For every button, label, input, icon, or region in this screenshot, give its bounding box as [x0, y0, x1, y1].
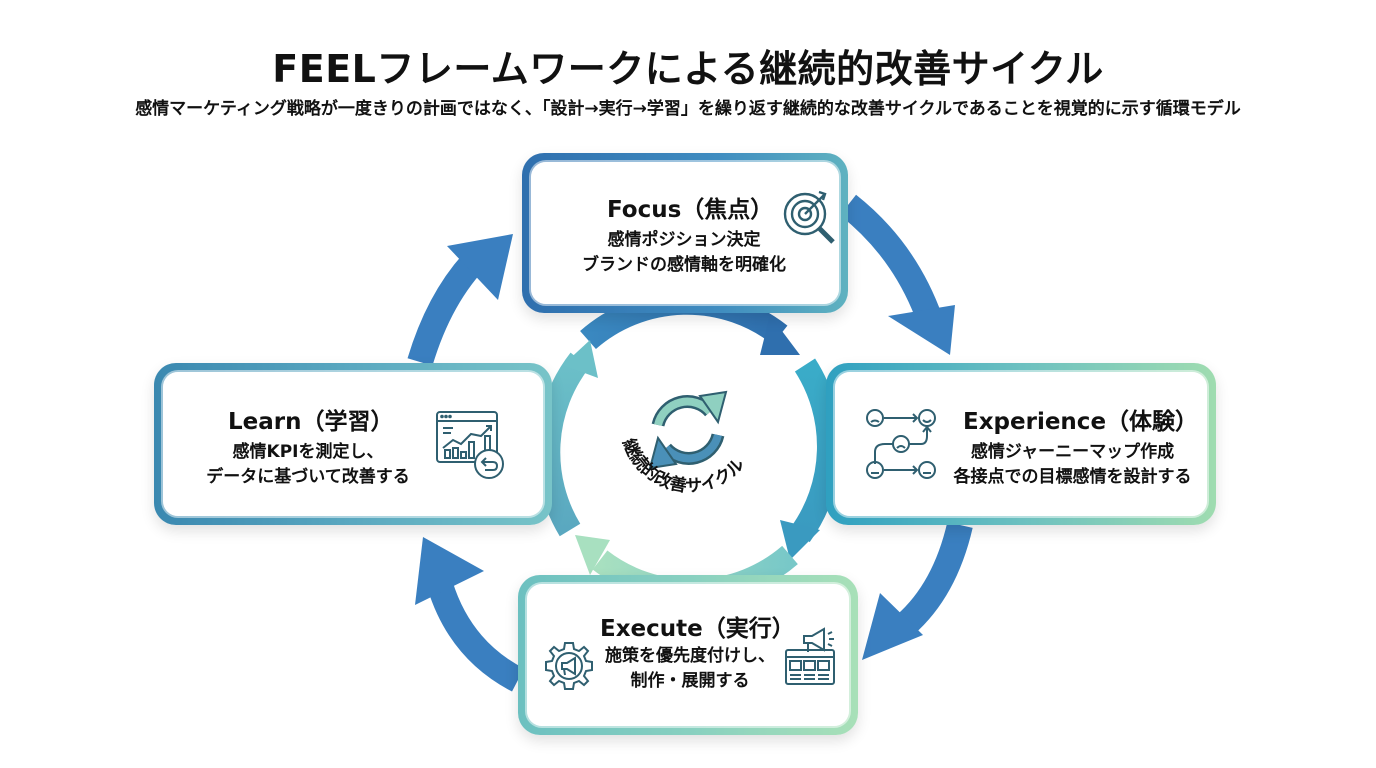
outer-arrow-learn-to-focus — [407, 234, 513, 366]
page-title: FEELフレームワークによる継続的改善サイクル — [272, 47, 1104, 91]
refresh-cycle-icon — [648, 390, 728, 470]
stage-card-execute: Execute（実行） 施策を優先度付けし、 制作・展開する — [518, 575, 858, 735]
gear-megaphone-icon — [545, 642, 593, 690]
stage-title-learn: Learn（学習） — [228, 409, 394, 435]
stage-card-experience: Experience（体験） 感情ジャーニーマップ作成 各接点での目標感情を設計… — [826, 363, 1216, 525]
emotion-journey-icon — [866, 409, 936, 479]
center-circle — [542, 297, 838, 593]
stage-card-learn: Learn（学習） 感情KPIを測定し、 データに基づいて改善する — [154, 363, 552, 525]
outer-arrow-execute-to-learn — [415, 537, 525, 692]
stage-card-focus: Focus（焦点） 感情ポジション決定 ブランドの感情軸を明確化 — [522, 153, 848, 313]
stage-title-execute: Execute（実行） — [600, 616, 795, 642]
stage-title-experience: Experience（体験） — [963, 409, 1199, 435]
outer-arrow-focus-to-experience — [839, 194, 955, 355]
outer-arrow-experience-to-execute — [862, 521, 973, 660]
stage-desc-learn-line2: データに基づいて改善する — [206, 467, 410, 487]
stage-desc-learn-line1: 感情KPIを測定し、 — [232, 442, 384, 462]
stage-title-focus: Focus（焦点） — [607, 197, 774, 223]
target-magnifier-icon — [783, 190, 835, 244]
megaphone-dashboard-icon — [785, 627, 835, 685]
stage-desc-focus-line1: 感情ポジション決定 — [607, 230, 761, 250]
stage-desc-experience-line1: 感情ジャーニーマップ作成 — [970, 442, 1175, 462]
stage-desc-focus-line2: ブランドの感情軸を明確化 — [582, 255, 786, 275]
stage-desc-execute-line1: 施策を優先度付けし、 — [605, 646, 775, 666]
stage-desc-experience-line2: 各接点での目標感情を設計する — [953, 467, 1192, 487]
stage-desc-execute-line2: 制作・展開する — [630, 671, 750, 691]
analytics-refresh-icon — [436, 411, 504, 479]
page-subtitle: 感情マーケティング戦略が一度きりの計画ではなく、「設計→実行→学習」を繰り返す継… — [135, 99, 1241, 119]
